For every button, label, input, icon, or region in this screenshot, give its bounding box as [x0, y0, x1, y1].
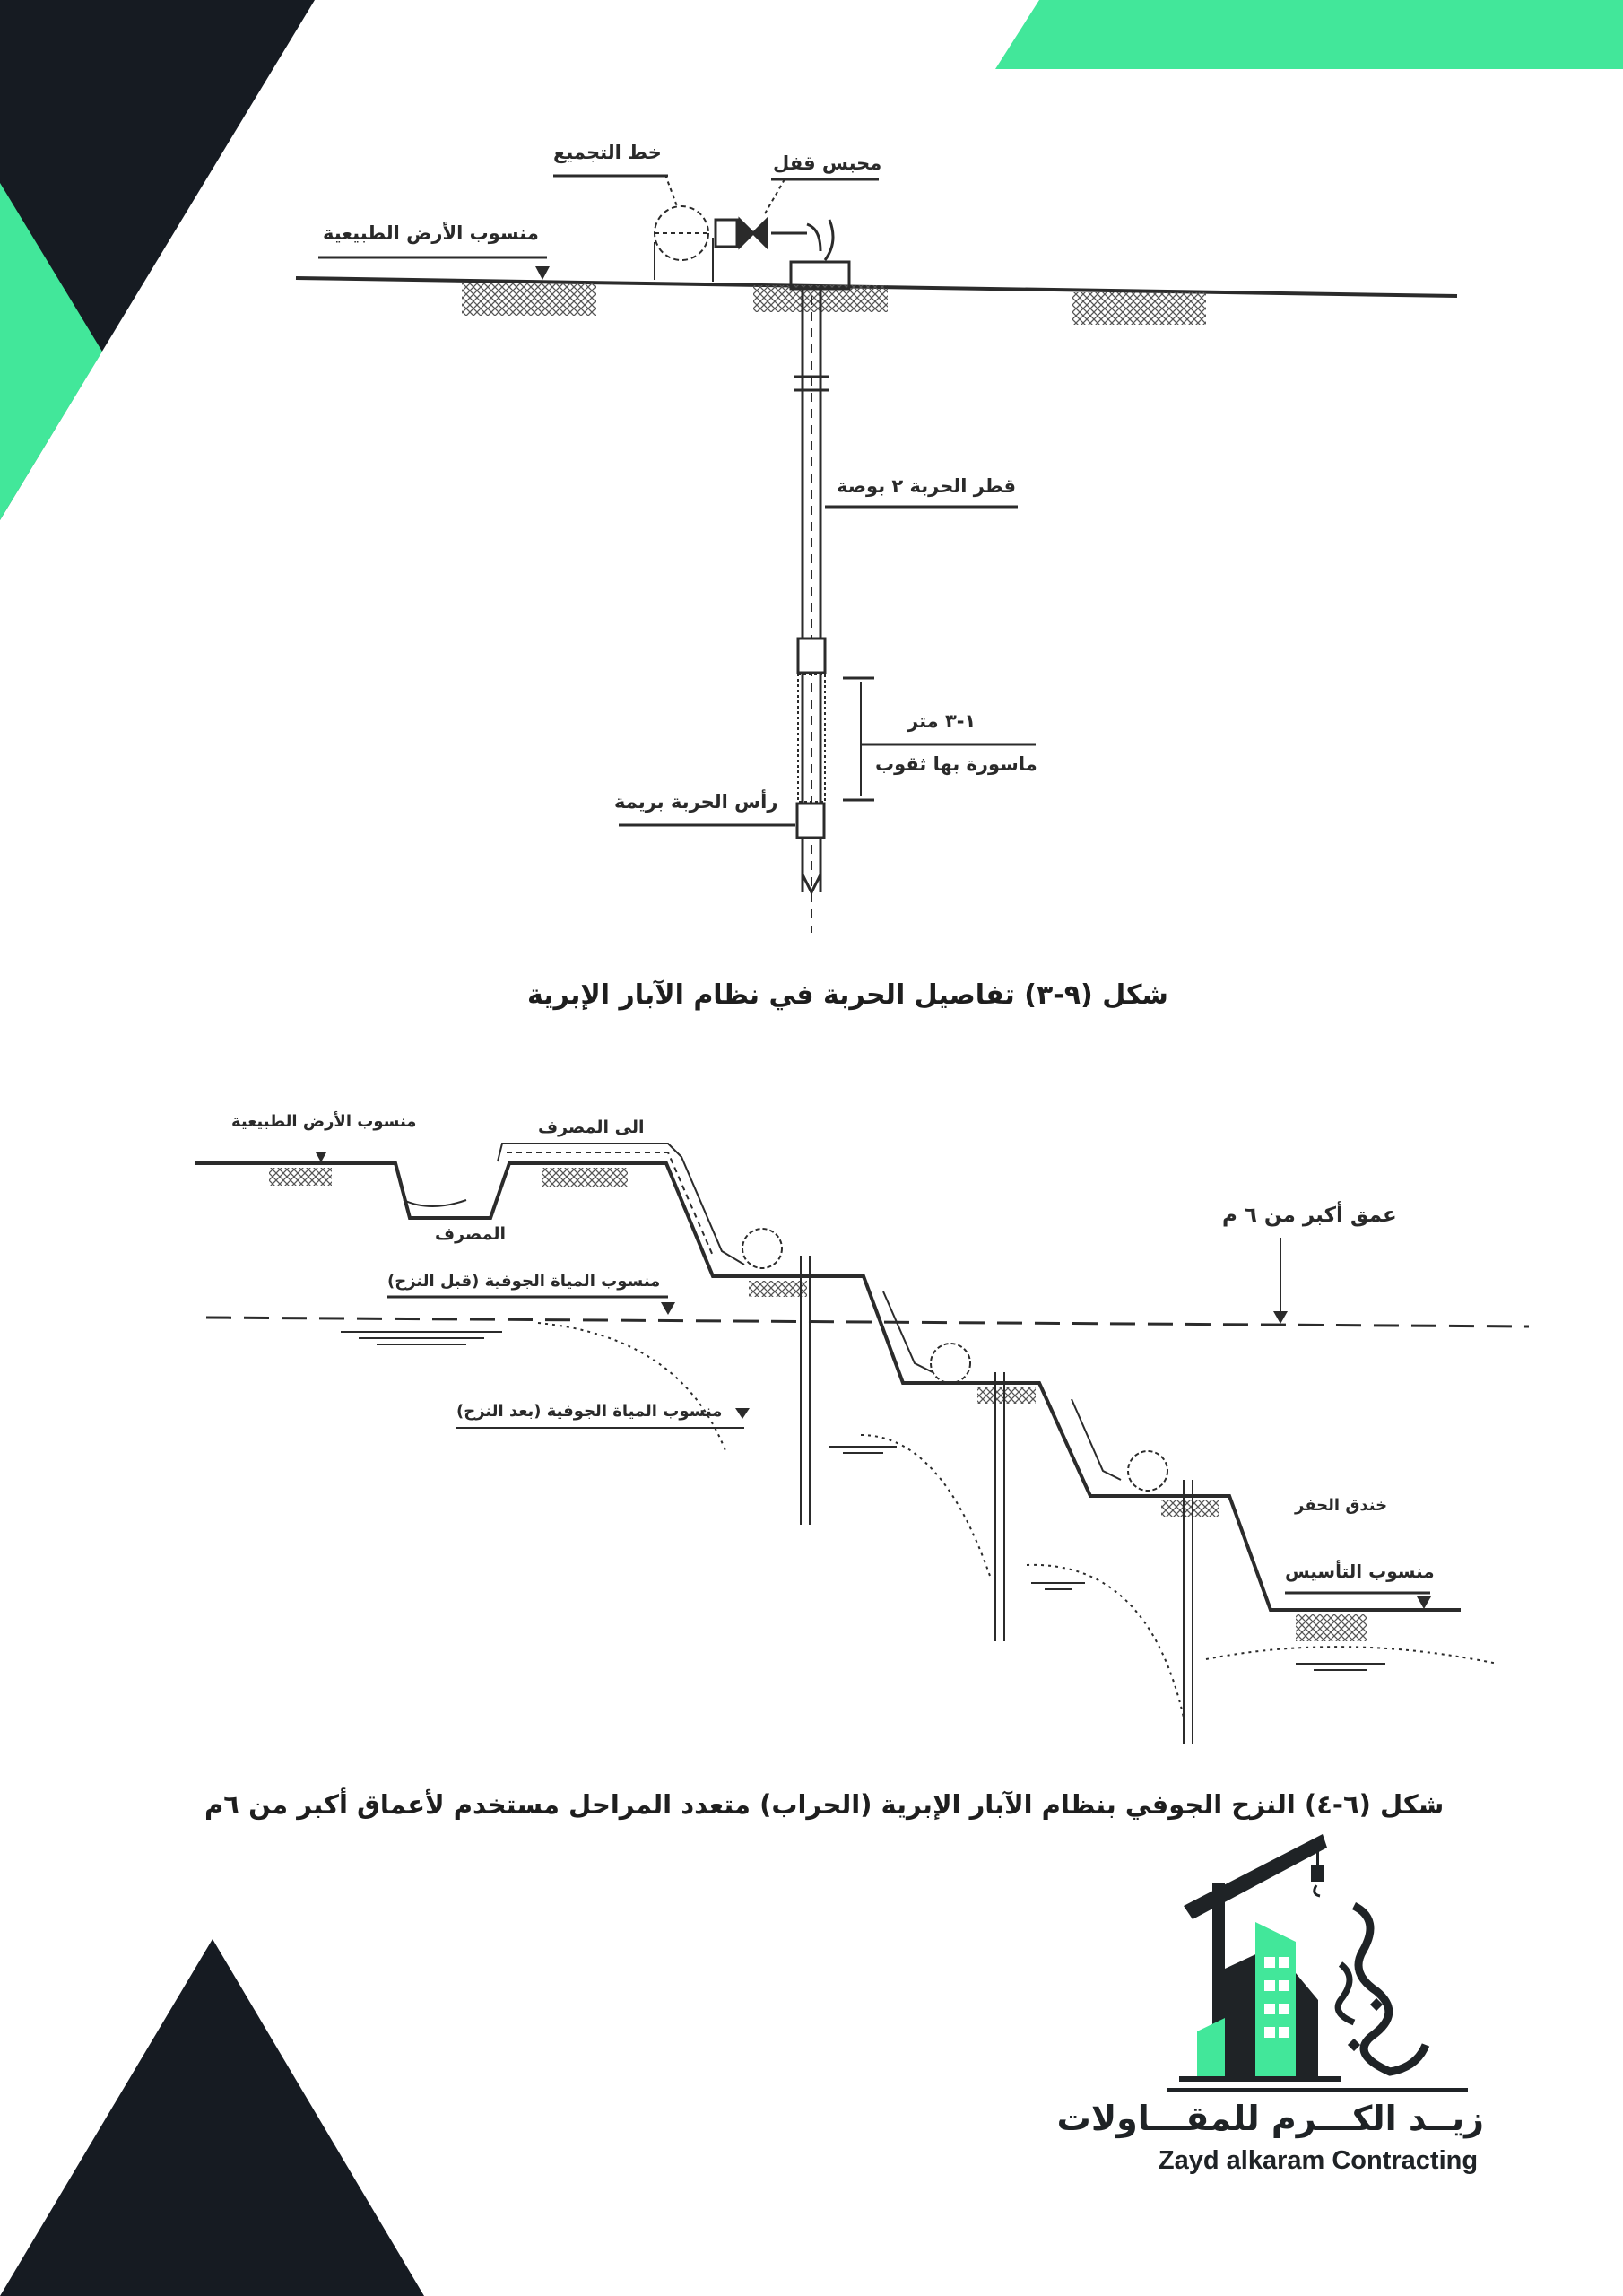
label-drain: المصرف: [435, 1224, 506, 1244]
label-length: ١-٣ متر: [907, 710, 976, 732]
logo-name-arabic: زيــد الكـــرم للمقـــاولات: [1056, 2099, 1484, 2138]
logo-name-english: Zayd alkaram Contracting: [1158, 2146, 1479, 2175]
label-collector-line: خط التجميع: [553, 142, 662, 163]
company-logo: [1148, 1821, 1488, 2094]
label-depth-over-6m: عمق أكبر من ٦ م: [1222, 1204, 1397, 1227]
groundwater-before-line: [205, 1316, 1530, 1328]
label-excavation-trench: خندق الحفر: [1295, 1496, 1388, 1515]
figure-caption-9-3: شكل (٩-٣) تفاصيل الحربة في نظام الآبار ا…: [527, 979, 1168, 1011]
bottom-left-dark-triangle: [0, 1939, 424, 2296]
label-perforated-pipe: ماسورة بها ثقوب: [875, 753, 1037, 775]
label-natural-ground-level-2: منسوب الأرض الطبيعية: [231, 1112, 417, 1131]
excavation-profile: [195, 1161, 1461, 1612]
multistage-dewatering-diagram: [195, 1143, 1530, 1744]
label-foundation-level: منسوب التأسيس: [1285, 1561, 1435, 1582]
wellpoint-detail-diagram: [295, 174, 1458, 933]
label-groundwater-after: منسوب المياة الجوفية (بعد النزح): [456, 1402, 723, 1421]
label-wellpoint-head: رأس الحربة بريمة: [614, 791, 778, 813]
figure-caption-6-4: شكل (٦-٤) النزح الجوفي بنظام الآبار الإب…: [204, 1789, 1445, 1820]
top-right-green-band: [995, 0, 1623, 69]
logo-mark: [1167, 1834, 1468, 2092]
label-natural-ground-level: منسوب الأرض الطبيعية: [323, 222, 539, 244]
label-to-drain: الى المصرف: [538, 1118, 645, 1137]
left-green-triangle: [0, 183, 102, 520]
label-groundwater-before: منسوب المياة الجوفية (قبل النزح): [387, 1272, 661, 1291]
label-shutoff-valve: محبس قفل: [773, 152, 882, 174]
label-wellpoint-diameter: قطر الحربة ٢ بوصة: [837, 475, 1017, 497]
